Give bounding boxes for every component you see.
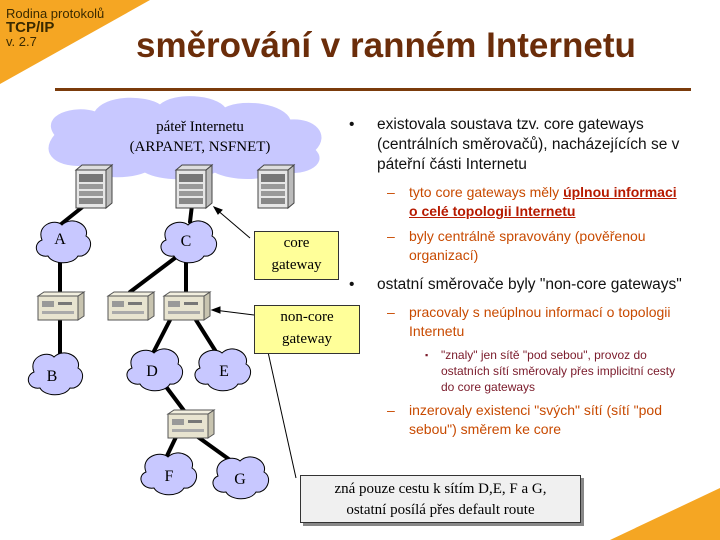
node-label-f: F [165,468,174,485]
corner-decoration-top [0,0,150,84]
network-diagram: páteř Internetu (ARPANET, NSFNET) A C B [27,96,322,500]
core-callout-arrow [215,208,251,239]
core-gateway-server-3 [257,164,295,209]
note-pointer-line [267,351,297,479]
network-cloud-f [140,452,197,496]
backbone-cloud [48,96,322,180]
brand-line-3: v. 2.7 [6,34,37,49]
page-title: směrování v ranném Internetu [136,26,636,65]
note-line-2: ostatní posílá přes default route [346,502,535,518]
network-cloud-e [194,348,251,392]
noncore-callout-line-1: non-core [280,309,334,325]
brand-label: Rodina protokolů TCP/IP v. 2.7 [6,7,104,49]
note-line-1: zná pouze cestu k sítím D,E, F a G, [334,481,547,497]
noncore-callout-line-2: gateway [282,331,332,347]
core-callout-line-2: gateway [271,257,322,273]
bullet-1: •existovala soustava tzv. core gateways … [349,116,680,173]
node-label-d: D [146,363,158,380]
network-cloud-a [35,220,91,264]
node-label-g: G [234,471,246,488]
node-label-c: C [181,233,192,250]
bullet-2-sub-2: –inzerovaly existenci "svých" sítí (sítí… [387,402,662,437]
core-gateway-server-1 [75,164,113,209]
backbone-label-1: páteř Internetu [156,119,244,135]
network-cloud-c [160,220,217,264]
title-rule [55,88,691,91]
network-cloud-b [27,352,83,396]
core-callout-line-1: core [283,235,310,251]
core-gateway-server-2 [175,164,213,209]
node-label-e: E [219,363,229,380]
backbone-label-2: (ARPANET, NSFNET) [130,139,271,155]
router-c-left [107,291,155,321]
node-label-b: B [47,368,58,385]
bullet-2-sub-1: –pracovaly s neúplnou informací o topolo… [387,304,671,339]
network-cloud-g [212,456,269,500]
bullet-1-sub-1: –tyto core gateways měly úplnou informac… [387,184,677,219]
network-cloud-d [126,348,183,392]
router-a [37,291,85,321]
bullet-2: •ostatní směrovače byly "non-core gatewa… [349,276,682,293]
node-label-a: A [54,231,66,248]
noncore-callout-arrow [213,309,255,316]
core-gateway-callout: core gateway [254,231,339,280]
bullet-2-sub-1-sub: ▪"znaly" jen sítě "pod sebou", provoz do… [425,348,676,394]
bullet-list: •existovala soustava tzv. core gateways … [349,115,689,445]
brand-line-1: Rodina protokolů [6,6,105,21]
bullet-1-sub-2: –byly centrálně spravovány (pověřenou or… [387,228,646,263]
route-note-box: zná pouze cestu k sítím D,E, F a G, osta… [300,475,581,523]
router-c [163,291,211,321]
corner-decoration-bottom [610,488,720,540]
brand-line-2: TCP/IP [6,19,55,36]
noncore-gateway-callout: non-core gateway [254,305,360,354]
router-d [167,409,215,439]
